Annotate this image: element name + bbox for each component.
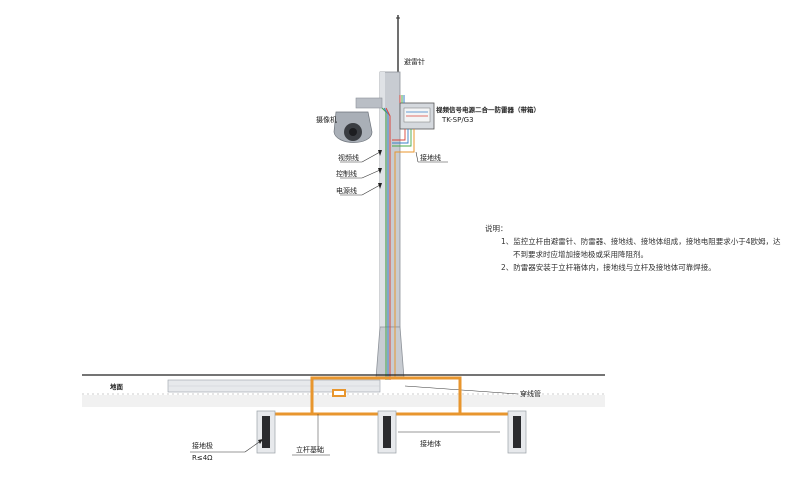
notes-block: 说明： 1、监控立杆由避雷针、防雷器、接地线、接地体组成，接地电阻要求小于4欧姆… [485, 222, 785, 274]
camera [333, 97, 383, 143]
ground-wire-label: 接地线 [420, 153, 441, 162]
cables [381, 95, 412, 380]
arrester-box-label: 视频信号电源二合一防雷器（带箱） [436, 105, 540, 114]
lightning-rod-label: 避雷针 [404, 57, 425, 66]
ground-body-label: 接地体 [420, 439, 441, 448]
arrester-model-label: TK-SP/G3 [441, 116, 474, 124]
control-line-label: 控制线 [336, 169, 357, 178]
power-line-label: 电源线 [336, 186, 357, 195]
foundation-label: 立杆基础 [296, 445, 324, 454]
video-line-label: 视频线 [338, 153, 359, 162]
arrester-box [399, 102, 435, 130]
ground-wire-path [394, 129, 415, 378]
camera-label: 摄像机 [316, 115, 337, 124]
note-item-2: 2、防雷器安装于立杆箱体内，接地线与立杆及接地体可靠焊接。 [501, 263, 716, 272]
ground-resistance-label: R≤4Ω [192, 454, 213, 462]
note-item-1: 1、监控立杆由避雷针、防雷器、接地线、接地体组成，接地电阻要求小于4欧姆，达不到… [501, 237, 781, 259]
conduit-label: 穿线管 [520, 389, 541, 398]
conduit [167, 379, 381, 393]
ground-level-label: 地面 [110, 382, 124, 391]
ground-electrode-label: 接地极 [192, 441, 213, 450]
ground-electrodes [256, 410, 527, 454]
cable-callouts [340, 150, 448, 196]
notes-title: 说明： [485, 224, 508, 233]
